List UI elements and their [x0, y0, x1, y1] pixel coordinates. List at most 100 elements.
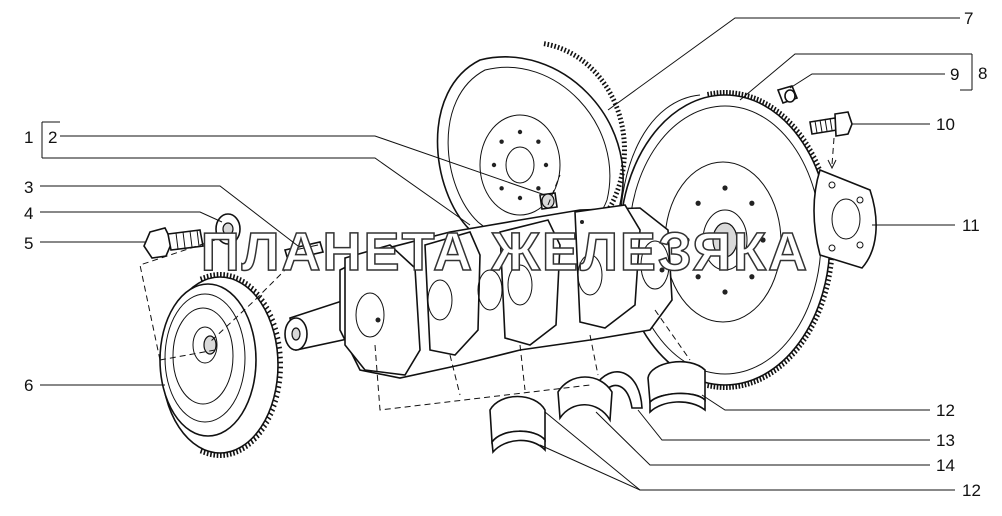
gear-tooth — [270, 409, 274, 411]
gear-tooth — [201, 449, 203, 454]
gear-tooth — [620, 130, 625, 131]
gear-tooth — [269, 315, 273, 318]
callout-5: 5 — [24, 234, 33, 253]
gear-tooth — [277, 382, 282, 383]
callout-2: 2 — [48, 128, 57, 147]
gear-tooth — [265, 421, 269, 424]
gear-tooth — [757, 378, 759, 383]
bolt-hole — [499, 186, 503, 190]
gear-tooth — [828, 267, 833, 268]
callout-13: 13 — [936, 431, 955, 450]
gear-tooth — [227, 452, 228, 457]
gear-tooth — [806, 331, 810, 334]
gear-tooth — [576, 55, 579, 59]
gear-tooth — [742, 383, 743, 388]
gear-tooth — [608, 92, 612, 95]
gear-tooth — [754, 379, 755, 384]
gear-tooth — [251, 286, 254, 290]
bolt-hole — [722, 289, 727, 294]
gear-tooth — [548, 42, 549, 47]
gear-tooth — [233, 451, 234, 456]
gear-tooth — [272, 323, 276, 325]
gear-tooth — [812, 156, 816, 159]
gear-tooth — [273, 400, 278, 402]
gear-tooth — [272, 404, 276, 406]
bearing-shells — [490, 362, 705, 452]
gear-tooth — [821, 299, 826, 301]
gear-tooth — [253, 437, 256, 441]
gear-tooth — [269, 413, 273, 416]
gear-tooth — [273, 328, 278, 330]
gear-tooth — [810, 325, 814, 328]
gear-tooth — [590, 67, 593, 71]
gear-tooth — [248, 442, 250, 446]
gear-tooth — [708, 383, 709, 388]
bolt-hole — [536, 139, 540, 143]
gear-tooth — [787, 357, 790, 361]
gear-tooth — [267, 417, 271, 420]
gear-tooth — [620, 174, 625, 175]
bolt-hole — [499, 139, 503, 143]
gear-tooth — [817, 167, 821, 169]
bolt-hole — [518, 196, 522, 200]
gear-tooth — [822, 295, 827, 297]
gear-tooth — [817, 311, 821, 313]
gear-tooth — [561, 46, 563, 51]
gear-tooth — [806, 145, 810, 148]
gear-tooth — [820, 303, 825, 305]
bolt-hole — [518, 130, 522, 134]
gear-tooth — [824, 288, 829, 290]
gear-tooth — [760, 377, 762, 382]
gear-tooth — [277, 352, 282, 353]
gear-tooth — [261, 299, 265, 303]
gear-tooth — [567, 49, 569, 54]
gear-tooth — [748, 381, 749, 386]
gear-tooth — [267, 310, 271, 313]
gear-tooth — [239, 448, 241, 453]
gear-tooth — [619, 122, 624, 123]
gear-tooth — [748, 94, 749, 99]
gear-tooth — [791, 124, 794, 128]
bolt-hole — [696, 201, 701, 206]
gear-tooth — [828, 271, 833, 272]
gear-tooth — [768, 372, 770, 377]
gear-tooth — [782, 114, 785, 118]
gear-tooth — [776, 366, 778, 370]
gear-tooth — [757, 97, 759, 102]
gear-tooth — [814, 160, 818, 163]
gear-tooth — [776, 109, 778, 113]
gear-tooth — [621, 134, 626, 135]
gear-tooth — [765, 102, 767, 107]
callout-8: 8 — [978, 64, 987, 83]
gear-tooth — [606, 88, 610, 91]
gear-tooth — [263, 302, 267, 305]
gear-tooth — [256, 434, 259, 438]
gear-tooth — [803, 139, 807, 142]
gear-tooth — [593, 70, 596, 74]
gear-tooth — [763, 375, 765, 380]
gear-tooth — [784, 116, 787, 120]
gear-tooth — [774, 368, 776, 372]
gear-tooth — [263, 424, 267, 427]
gear-tooth — [256, 292, 259, 296]
gear-tooth — [812, 321, 816, 324]
gear-tooth — [736, 384, 737, 389]
gear-tooth — [602, 82, 606, 85]
gear-tooth — [617, 114, 622, 116]
callout-12-lower: 12 — [962, 481, 981, 500]
gear-tooth — [204, 450, 205, 455]
callout-4: 4 — [24, 204, 33, 223]
gear-tooth — [787, 119, 790, 123]
gear-tooth — [574, 53, 576, 57]
gear-tooth — [258, 431, 261, 435]
gear-tooth — [800, 136, 804, 139]
gear-tooth — [612, 99, 616, 101]
gear-tooth — [784, 360, 787, 364]
gear-tooth — [265, 306, 269, 309]
bolt-hole — [492, 163, 496, 167]
gear-tooth — [579, 57, 582, 61]
callout-3: 3 — [24, 178, 33, 197]
bolt-hole — [749, 201, 754, 206]
gear-tooth — [798, 133, 801, 137]
